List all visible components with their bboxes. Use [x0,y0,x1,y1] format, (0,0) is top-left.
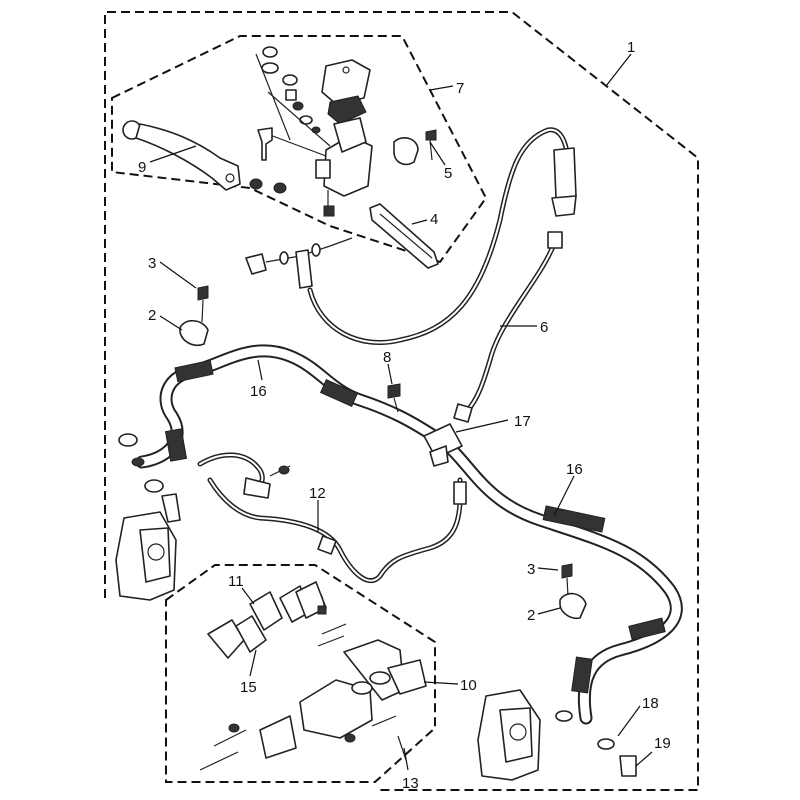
callout-6: 6 [540,319,548,336]
brake-hose-16-right [433,433,683,725]
caliper-boundary-10 [165,564,436,783]
leader-lines [149,53,653,771]
callout-15: 15 [240,679,257,696]
callout-10: 10 [460,677,477,694]
callout-2-right: 2 [527,607,535,624]
brake-hose-16-left [135,344,447,469]
callout-3-right: 3 [527,561,535,578]
brake-splitter-17 [423,423,463,467]
callout-9: 9 [138,159,146,176]
master-cylinder-boundary-7 [111,35,488,264]
bolt-8 [387,383,401,413]
callout-12: 12 [309,485,326,502]
callout-13: 13 [402,775,419,792]
right-brake-caliper [477,689,637,781]
clamp-right [559,563,587,620]
callout-17: 17 [514,413,531,430]
callout-2-left: 2 [148,307,156,324]
callout-11: 11 [228,573,244,590]
brake-line-6 [307,127,577,423]
callout-3-left: 3 [148,255,156,272]
assembly-boundary-1 [104,11,699,791]
callout-7: 7 [456,80,464,97]
callout-19: 19 [654,735,671,752]
banjo-union [245,237,353,289]
callout-8: 8 [383,349,391,366]
clamp-left [179,285,209,347]
master-cylinder [249,46,439,269]
caliper-kit [199,581,427,771]
callout-1: 1 [627,39,635,56]
callout-labels: 1 2 2 3 3 4 5 6 7 8 9 10 11 12 13 15 16 … [138,39,671,792]
left-brake-caliper [115,433,181,601]
callout-5: 5 [444,165,452,182]
callout-16-right: 16 [566,461,583,478]
brake-lever [122,120,241,191]
callout-16-left: 16 [250,383,267,400]
callout-4: 4 [430,211,438,228]
callout-18: 18 [642,695,659,712]
brake-line-12 [197,452,467,584]
